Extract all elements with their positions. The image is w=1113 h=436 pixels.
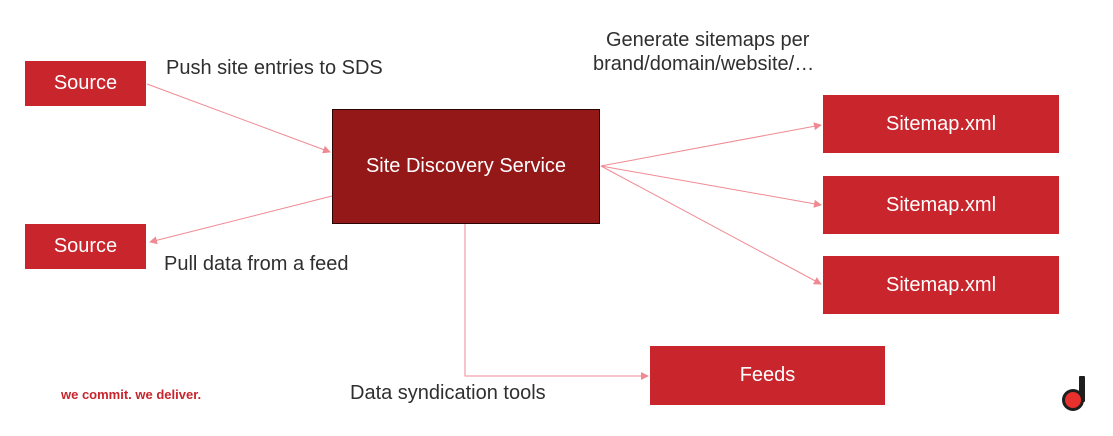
sitemap-1-label: Sitemap.xml: [885, 112, 997, 135]
source-box-bottom: Source: [25, 224, 146, 269]
sitemap-box-2: Sitemap.xml: [823, 176, 1059, 234]
feeds-label: Feeds: [739, 364, 796, 386]
source-box-top: Source: [25, 61, 146, 106]
slogan-text: we commit. we deliver.: [61, 387, 202, 402]
arrow-service-to-sitemap-2: [600, 165, 822, 208]
arrow-service-to-sitemap-1: [600, 122, 822, 167]
company-logo-icon: [1062, 376, 1085, 411]
push-label: Push site entries to SDS: [166, 57, 383, 79]
site-discovery-service-label: Site Discovery Service: [365, 155, 567, 177]
syndication-label: Data syndication tools: [350, 382, 546, 404]
sitemap-3-label: Sitemap.xml: [885, 273, 997, 296]
feeds-box: Feeds: [650, 346, 885, 405]
arrow-service-to-feeds: [464, 224, 649, 380]
sitemap-2-label: Sitemap.xml: [885, 193, 997, 216]
sitemap-box-1: Sitemap.xml: [823, 95, 1059, 153]
source-top-label: Source: [53, 72, 118, 94]
generate-label-line-2: brand/domain/website/…: [593, 53, 815, 75]
arrow-source-to-service: [146, 83, 331, 154]
arrow-service-to-source: [149, 195, 333, 245]
source-bottom-label: Source: [53, 235, 118, 257]
site-discovery-service-box: Site Discovery Service: [332, 109, 600, 224]
sitemap-box-3: Sitemap.xml: [823, 256, 1059, 314]
generate-label-line-1: Generate sitemaps per: [606, 29, 810, 51]
arrow-service-to-sitemap-3: [600, 165, 822, 285]
pull-label: Pull data from a feed: [164, 253, 349, 275]
